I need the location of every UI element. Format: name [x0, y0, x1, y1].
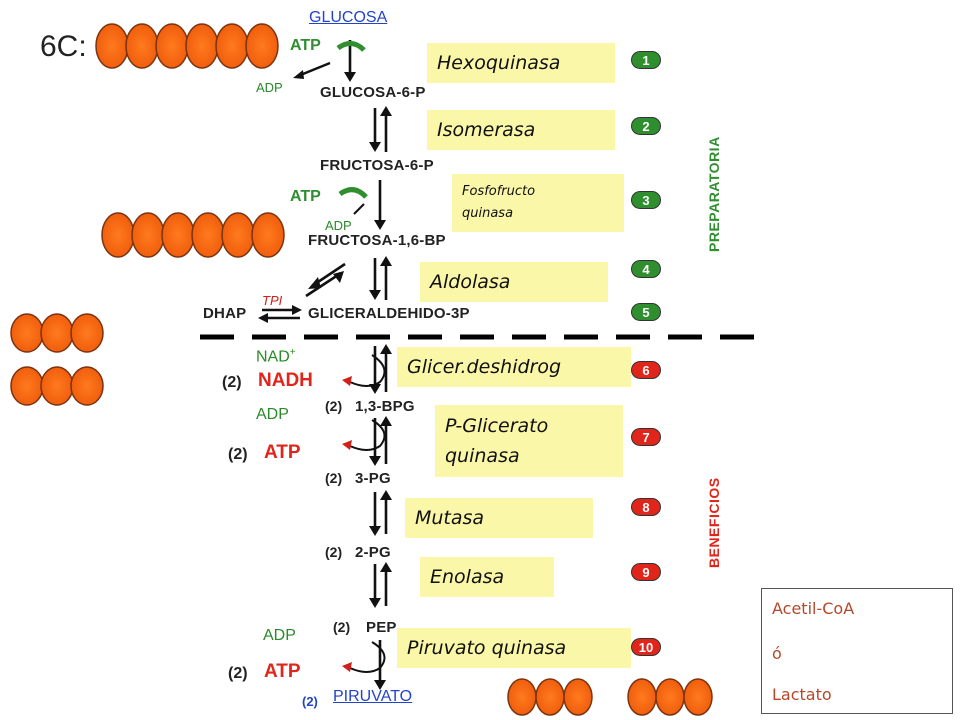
metabolite-f6p: FRUCTOSA-6-P: [320, 157, 434, 174]
adp-label-4: ADP: [263, 627, 296, 644]
carbon-chain-glucose: [95, 23, 279, 69]
energy-yield-arrows: [342, 354, 386, 673]
step-badge-3: 3: [631, 191, 661, 209]
step-badge-8: 8: [631, 498, 661, 516]
atp-yield-2: ATP: [264, 661, 301, 682]
tpi-label: TPI: [262, 293, 283, 308]
multiplier-3pg: (2): [325, 470, 343, 486]
metabolite-bpg: 1,3-BPG: [355, 398, 415, 415]
step-badge-6: 6: [631, 361, 661, 379]
enzyme-enolasa: Enolasa: [420, 557, 554, 597]
enzyme-mutasa: Mutasa: [405, 498, 593, 538]
adp-label-1: ADP: [256, 80, 283, 95]
metabolite-2pg: 2-PG: [355, 544, 391, 561]
nad-label: NAD+: [256, 347, 296, 366]
fate-lactato: Lactato: [772, 685, 832, 704]
phase-label-preparatoria: PREPARATORIA: [706, 136, 722, 252]
atp-label-1: ATP: [290, 37, 321, 54]
pyruvate-fate-box: Acetil-CoA ó Lactato: [761, 588, 953, 714]
enzyme-aldolasa: Aldolasa: [420, 262, 608, 302]
piruvato-link[interactable]: PIRUVATO: [333, 688, 413, 705]
metabolite-pep: PEP: [366, 619, 397, 636]
atp-label-2: ATP: [290, 188, 321, 205]
step-badge-1: 1: [631, 51, 661, 69]
metabolite-f16bp: FRUCTOSA-1,6-BP: [308, 232, 446, 249]
enzyme-isomerasa: Isomerasa: [427, 110, 615, 150]
multiplier-nadh: (2): [222, 374, 242, 391]
step-badge-7: 7: [631, 428, 661, 446]
carbon-chain-fructose: [101, 212, 285, 258]
step-badge-4: 4: [631, 260, 661, 278]
multiplier-2pg: (2): [325, 544, 343, 560]
glucosa-link[interactable]: GLUCOSA: [309, 9, 388, 26]
carbon-chain-pyruvate-2: [627, 678, 713, 716]
enzyme-glicer-deshidrog: Glicer.deshidrog: [397, 347, 631, 387]
fate-or: ó: [772, 644, 782, 663]
multiplier-atp-1: (2): [228, 446, 248, 463]
carbon-chain-triose-1: [10, 313, 104, 353]
metabolite-3pg: 3-PG: [355, 470, 391, 487]
enzyme-hexoquinasa: Hexoquinasa: [427, 43, 615, 83]
phase-label-beneficios: BENEFICIOS: [706, 477, 722, 568]
atp-yield-1: ATP: [264, 442, 301, 463]
adp-label-2: ADP: [325, 218, 352, 233]
carbon-chain-pyruvate-1: [507, 678, 593, 716]
multiplier-pep: (2): [333, 619, 351, 635]
multiplier-atp-2: (2): [228, 665, 248, 682]
step-badge-9: 9: [631, 563, 661, 581]
multiplier-pyruvate: (2): [302, 694, 318, 709]
metabolite-g3p: GLICERALDEHIDO-3P: [308, 305, 470, 322]
pathway-arrows: [258, 40, 392, 690]
step-badge-5: 5: [631, 303, 661, 321]
atp-consumption-arrows: [293, 41, 368, 215]
metabolite-dhap: DHAP: [203, 305, 247, 322]
nadh-label: NADH: [258, 370, 313, 391]
adp-label-3: ADP: [256, 406, 289, 423]
multiplier-bpg: (2): [325, 398, 343, 414]
fate-acetil-coa: Acetil-CoA: [772, 599, 855, 618]
step-badge-2: 2: [631, 117, 661, 135]
carbon-chain-triose-2: [10, 366, 104, 406]
enzyme-piruvato-quinasa: Piruvato quinasa: [397, 628, 631, 668]
carbon-count-label: 6C:: [40, 30, 87, 63]
step-badge-10: 10: [631, 638, 661, 656]
metabolite-g6p: GLUCOSA-6-P: [320, 84, 426, 101]
